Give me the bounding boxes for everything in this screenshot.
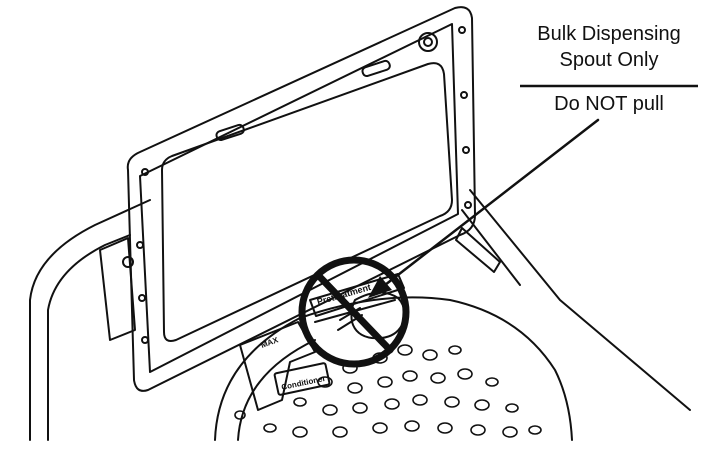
prohibition-circle xyxy=(298,256,410,368)
lid-handle-left xyxy=(215,123,245,142)
callout-line-3: Do NOT pull xyxy=(554,93,664,115)
cabinet-right-inner xyxy=(461,209,521,286)
callout-leader xyxy=(383,118,600,287)
callout-arrowhead xyxy=(368,276,392,298)
tub-rim xyxy=(214,296,573,441)
cabinet-inner-outline xyxy=(47,234,131,441)
dispenser-housing xyxy=(239,321,316,411)
tub-perforations xyxy=(234,344,542,438)
tub-rim-inner xyxy=(237,339,316,441)
prohibition-slash xyxy=(314,271,394,354)
callout-line-1: Bulk Dispensing xyxy=(537,23,680,45)
conditioner-cup xyxy=(273,362,331,396)
lid-hinge-left xyxy=(99,237,136,341)
lid-frame-inner xyxy=(139,23,459,373)
callout-line-2: Spout Only xyxy=(560,49,659,71)
lid-lock xyxy=(418,32,438,52)
max-label: MAX xyxy=(260,335,280,350)
cabinet-right-edge xyxy=(469,189,691,411)
lid-window xyxy=(161,62,453,342)
cabinet-outline xyxy=(29,199,151,441)
lid-frame-outer xyxy=(126,6,476,392)
lid-handle-right xyxy=(361,59,391,78)
